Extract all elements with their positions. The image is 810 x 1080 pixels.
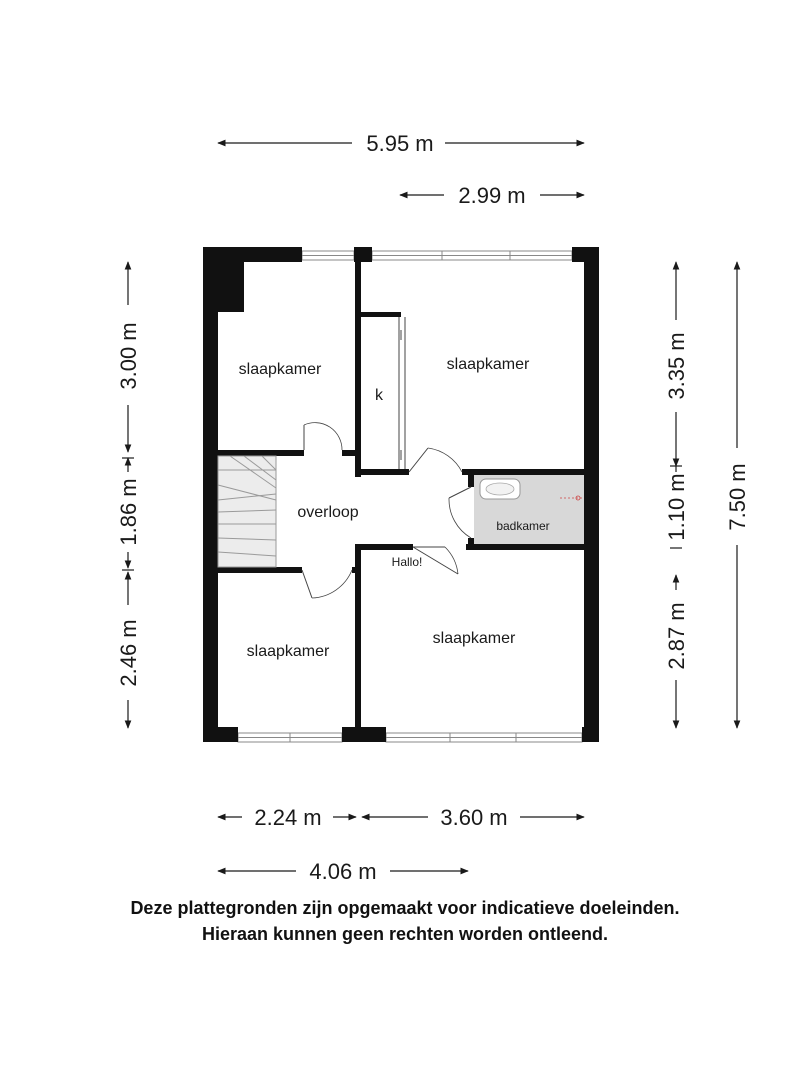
dim-bottom-total: 4.06 m — [309, 859, 376, 884]
room-label-bedroom-bottom-left: slaapkamer — [247, 643, 330, 660]
room-label-landing: overloop — [297, 504, 358, 521]
disclaimer-line-2: Hieraan kunnen geen rechten worden ontle… — [201, 924, 609, 944]
dim-bottom-left: 2.24 m — [254, 805, 321, 830]
room-label-bathroom: badkamer — [496, 519, 549, 533]
closet-outline — [398, 317, 406, 469]
dim-right-total: 7.50 m — [725, 463, 750, 530]
room-label-bedroom-top-right: slaapkamer — [447, 356, 530, 373]
dimension-lines — [124, 139, 741, 875]
dim-right-bottom: 2.87 m — [664, 602, 689, 669]
room-label-closet: k — [375, 387, 384, 404]
walls — [203, 247, 599, 742]
dim-left-bottom: 2.46 m — [116, 619, 141, 686]
dim-left-middle: 1.86 m — [116, 478, 141, 545]
doors — [301, 330, 472, 599]
note-label: Hallo! — [392, 555, 423, 569]
dim-top-right: 2.99 m — [458, 183, 525, 208]
dim-top-total: 5.95 m — [366, 131, 433, 156]
dim-bottom-right: 3.60 m — [440, 805, 507, 830]
room-label-bedroom-bottom-right: slaapkamer — [433, 630, 516, 647]
room-label-bedroom-top-left: slaapkamer — [239, 361, 322, 378]
dim-right-top: 3.35 m — [664, 332, 689, 399]
bathroom-fixtures — [474, 475, 584, 544]
dim-right-middle: 1.10 m — [664, 473, 689, 540]
dim-left-top: 3.00 m — [116, 322, 141, 389]
disclaimer-line-1: Deze plattegronden zijn opgemaakt voor i… — [130, 898, 680, 918]
staircase — [217, 455, 277, 568]
